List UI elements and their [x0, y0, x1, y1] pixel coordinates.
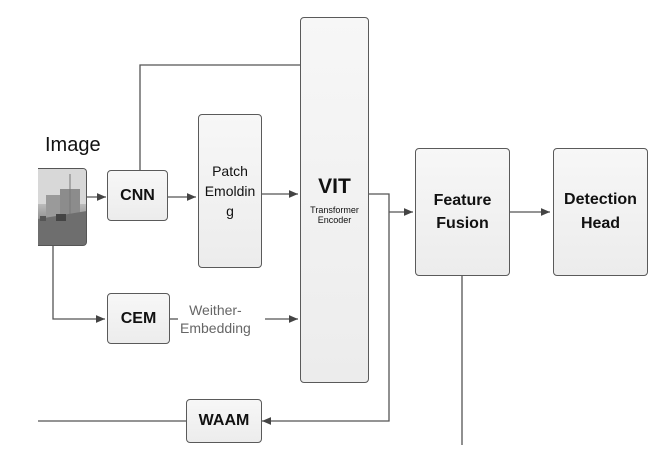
- head-line-2: Head: [580, 215, 621, 232]
- vit-out-line: [262, 193, 390, 425]
- vit-title: VIT: [318, 175, 351, 198]
- patch-embedding-node: Patch Emoldin g: [198, 114, 262, 268]
- street-photo-icon: [38, 169, 86, 245]
- weither-line-1: Weither-: [189, 302, 242, 318]
- cem-node: CEM: [107, 293, 170, 344]
- patch-line-1: Patch: [212, 163, 248, 179]
- patch-line-3: g: [226, 203, 234, 219]
- input-image-thumbnail: [38, 168, 87, 246]
- image-to-cem-arrow: [52, 246, 105, 323]
- vit-sub-2: Encoder: [317, 215, 352, 225]
- vit-encoder-node: VIT Transformer Encoder: [300, 17, 369, 383]
- fusion-line-2: Fusion: [436, 215, 489, 232]
- image-label: Image: [45, 134, 101, 156]
- waam-node: WAAM: [186, 399, 262, 443]
- weither-line-2: Embedding: [180, 320, 251, 336]
- cnn-to-vit-top-line: [139, 64, 300, 180]
- weither-embedding-label: Weither- Embedding: [180, 301, 251, 337]
- patch-line-2: Emoldin: [204, 183, 256, 199]
- fusion-line-1: Feature: [433, 192, 492, 209]
- feature-fusion-node: Feature Fusion: [415, 148, 510, 276]
- cnn-node: CNN: [107, 170, 168, 221]
- detection-head-node: Detection Head: [553, 148, 648, 276]
- head-line-1: Detection: [564, 191, 637, 208]
- vit-sub-1: Transformer: [310, 205, 359, 215]
